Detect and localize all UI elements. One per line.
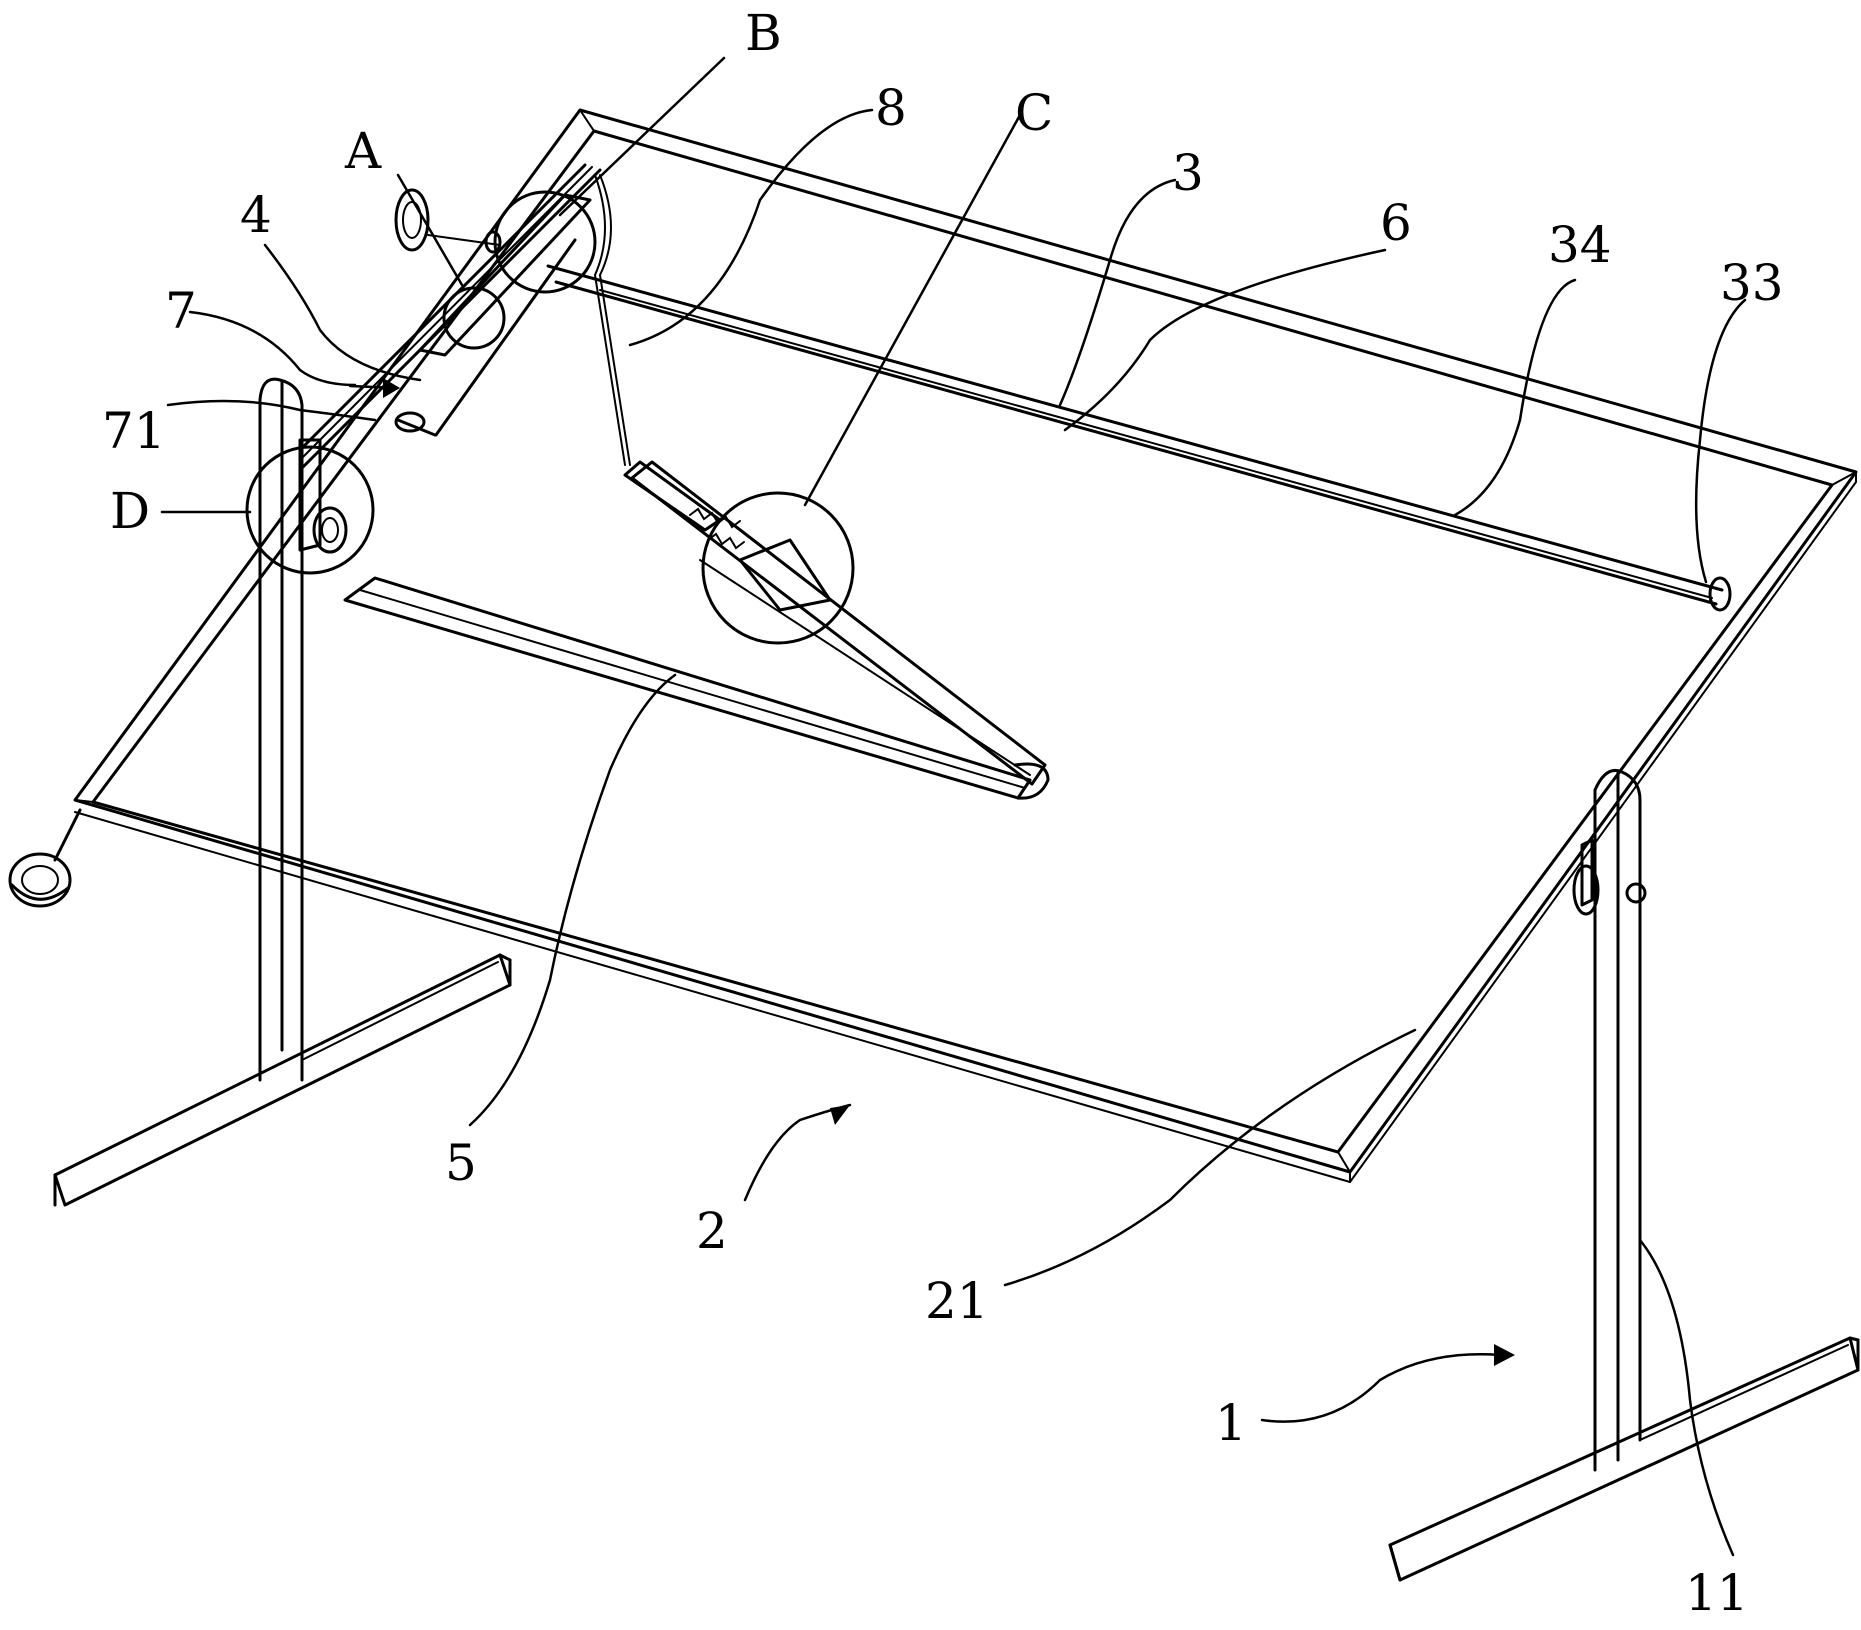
label-a: A	[344, 122, 382, 180]
label-b: B	[745, 4, 782, 62]
label-1: 1	[1215, 1394, 1247, 1452]
label-6: 6	[1380, 194, 1412, 252]
label-3: 3	[1172, 144, 1204, 202]
label-11: 11	[1685, 1564, 1749, 1622]
label-8: 8	[875, 79, 907, 137]
label-2: 2	[696, 1202, 728, 1260]
right-stand	[1390, 770, 1858, 1580]
pivot-bolt[interactable]	[1627, 884, 1645, 902]
reference-labels: B 8 C A 3 6 34 33 4 7 71 D 5 2 21 1 11	[102, 4, 1784, 1622]
label-4: 4	[240, 186, 272, 244]
front-knob[interactable]	[10, 810, 80, 906]
label-d: D	[110, 482, 150, 540]
label-c: C	[1015, 84, 1053, 142]
left-slide-rail	[300, 165, 600, 470]
label-71: 71	[102, 402, 166, 460]
arm-6	[632, 462, 1045, 784]
label-21: 21	[925, 1272, 989, 1330]
roller-end-cap	[1710, 578, 1730, 610]
label-34: 34	[1548, 216, 1612, 274]
detail-circle-c	[703, 493, 853, 643]
label-7: 7	[165, 282, 197, 340]
leader-lines	[162, 58, 1745, 1555]
label-33: 33	[1720, 254, 1784, 312]
label-5: 5	[445, 1134, 477, 1192]
roller-bar	[548, 266, 1730, 610]
